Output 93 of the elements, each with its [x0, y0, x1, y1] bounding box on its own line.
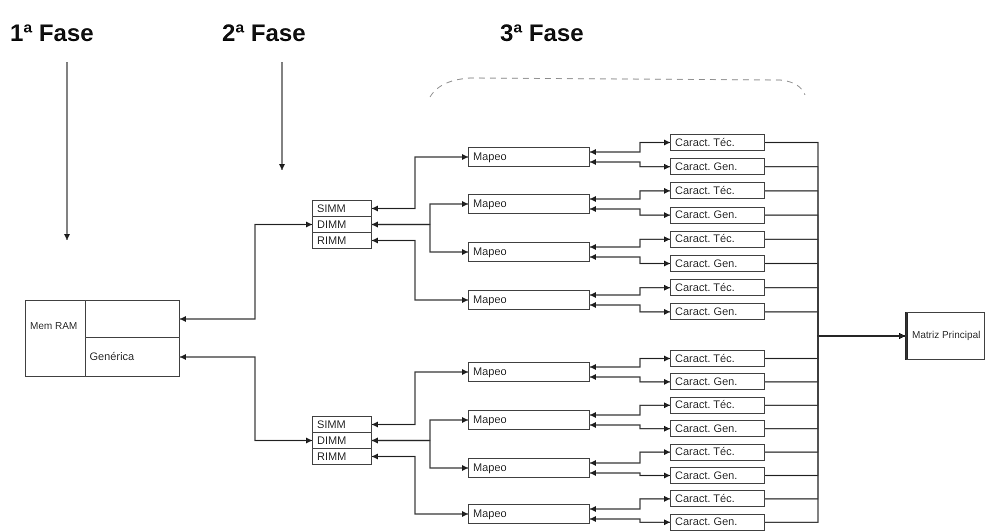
arrow	[180, 354, 312, 444]
arrow	[590, 254, 670, 266]
process-box	[670, 420, 765, 438]
box-label: Mem RAM	[30, 320, 78, 334]
phase-title: 3ª Fase	[500, 20, 584, 48]
process-box	[670, 158, 765, 176]
arrow	[372, 238, 468, 303]
box-label: Caract. Téc.	[675, 492, 735, 505]
arrow	[590, 422, 670, 432]
box-label: Caract. Téc.	[675, 233, 735, 246]
process-box	[312, 416, 372, 433]
arrow	[590, 159, 670, 170]
arrow	[372, 222, 468, 255]
process-box	[312, 232, 372, 249]
arrow	[180, 222, 312, 322]
process-box	[468, 362, 590, 382]
phase-title: 1ª Fase	[10, 20, 94, 47]
box-label: Caract. Téc.	[675, 136, 735, 148]
box-label: RIMM	[317, 234, 346, 246]
box-label: Caract. Gen.	[675, 422, 738, 435]
arrow	[590, 402, 670, 418]
process-box	[670, 206, 765, 224]
arrow	[590, 188, 670, 202]
process-box	[468, 290, 590, 310]
process-box	[312, 432, 372, 449]
phase-title: 2ª Fase	[222, 20, 306, 47]
box-label: SIMM	[317, 202, 346, 214]
process-box	[670, 467, 765, 484]
box-label: Mapeo	[473, 151, 507, 163]
process-box	[670, 350, 765, 367]
process-box	[670, 255, 765, 272]
box-label: Matriz Principal	[912, 329, 980, 343]
box-label: Mapeo	[473, 366, 507, 378]
arrow	[590, 470, 670, 478]
process-box	[468, 504, 590, 524]
arrow	[590, 284, 670, 298]
box-label: Caract. Téc.	[675, 446, 735, 458]
process-box	[468, 242, 590, 262]
process-box	[312, 200, 372, 217]
arrow	[372, 454, 468, 517]
arrow	[590, 302, 670, 315]
box-label: Caract. Gen.	[675, 160, 738, 173]
process-box	[670, 444, 765, 461]
process-box	[312, 448, 372, 465]
process-box	[468, 458, 590, 478]
box-label: Caract. Gen.	[675, 470, 738, 482]
arrow	[372, 369, 468, 428]
box-label: Caract. Téc.	[675, 352, 735, 364]
arrow	[64, 62, 70, 240]
process-box	[670, 230, 765, 248]
process-box	[670, 279, 765, 296]
process-box	[670, 303, 765, 320]
process-box	[468, 410, 590, 430]
box-label: Mapeo	[473, 414, 507, 426]
box-label: Mapeo	[473, 246, 507, 258]
process-box	[312, 216, 372, 233]
process-box	[670, 514, 765, 531]
process-box	[905, 312, 985, 360]
process-box	[670, 373, 765, 390]
arrow	[279, 62, 285, 170]
arrow	[590, 236, 670, 250]
arrow	[372, 438, 468, 471]
process-box	[670, 490, 765, 508]
box-label: DIMM	[317, 218, 346, 230]
arrow	[590, 140, 670, 155]
box-label: Genérica	[90, 350, 134, 362]
box-label: Caract. Téc.	[675, 399, 735, 412]
arrow	[590, 374, 670, 385]
box-label: Caract. Gen.	[675, 376, 738, 388]
box-label: Mapeo	[473, 294, 507, 306]
box-label: SIMM	[317, 418, 346, 430]
box-label: RIMM	[317, 450, 346, 462]
box-label: DIMM	[317, 434, 346, 446]
process-box	[670, 396, 765, 414]
box-label: Mapeo	[473, 198, 507, 210]
box-label: Caract. Gen.	[675, 258, 738, 270]
box-label: Caract. Téc.	[675, 184, 735, 197]
process-box	[25, 300, 180, 377]
arrow	[590, 206, 670, 218]
process-box	[468, 194, 590, 214]
box-label: Caract. Gen.	[675, 306, 738, 318]
box-label: Mapeo	[473, 462, 507, 474]
arrow	[372, 154, 468, 212]
process-box	[670, 182, 765, 200]
process-box	[670, 134, 765, 151]
arrow	[590, 449, 670, 466]
box-label: Caract. Gen.	[675, 209, 738, 222]
box-label: Mapeo	[473, 508, 507, 520]
process-box	[468, 147, 590, 167]
arrow	[590, 516, 670, 526]
arrow	[590, 496, 670, 512]
box-label: Caract. Gen.	[675, 516, 738, 528]
box-label: Caract. Téc.	[675, 282, 735, 294]
